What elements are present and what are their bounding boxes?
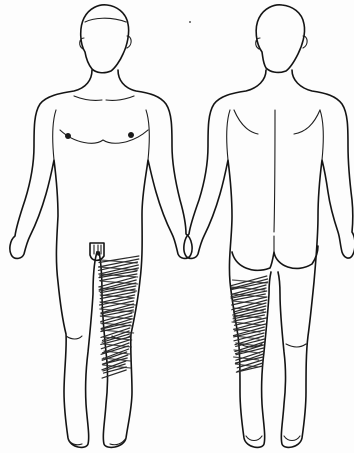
back-buttocks (232, 246, 318, 270)
front-right-nipple (128, 132, 134, 138)
back-right-scapula (294, 110, 320, 134)
back-spine (274, 110, 275, 232)
front-left-knee (66, 336, 82, 339)
back-left-heel (246, 436, 262, 441)
back-head (256, 5, 304, 73)
front-clavicle-right (106, 96, 134, 100)
front-view-figure (10, 5, 192, 448)
front-head (81, 5, 129, 73)
front-right-outline (99, 70, 192, 447)
front-chest-line (60, 130, 148, 143)
back-left-scapula (234, 110, 258, 134)
front-left-inner-arm (53, 110, 56, 160)
front-left-nipple (65, 133, 71, 139)
front-shaded-region (98, 256, 138, 378)
back-right-knee (286, 344, 306, 347)
back-view-figure (184, 5, 354, 448)
back-right-inner-arm (320, 110, 323, 160)
stray-mark (189, 21, 191, 23)
back-right-heel (284, 436, 300, 441)
front-clavicle-left (74, 96, 102, 100)
front-right-inner-arm (146, 110, 149, 160)
back-right-outline (278, 70, 354, 447)
front-hatch-stroke (102, 370, 126, 378)
back-left-inner-arm (227, 110, 230, 160)
front-hairline (85, 18, 126, 22)
